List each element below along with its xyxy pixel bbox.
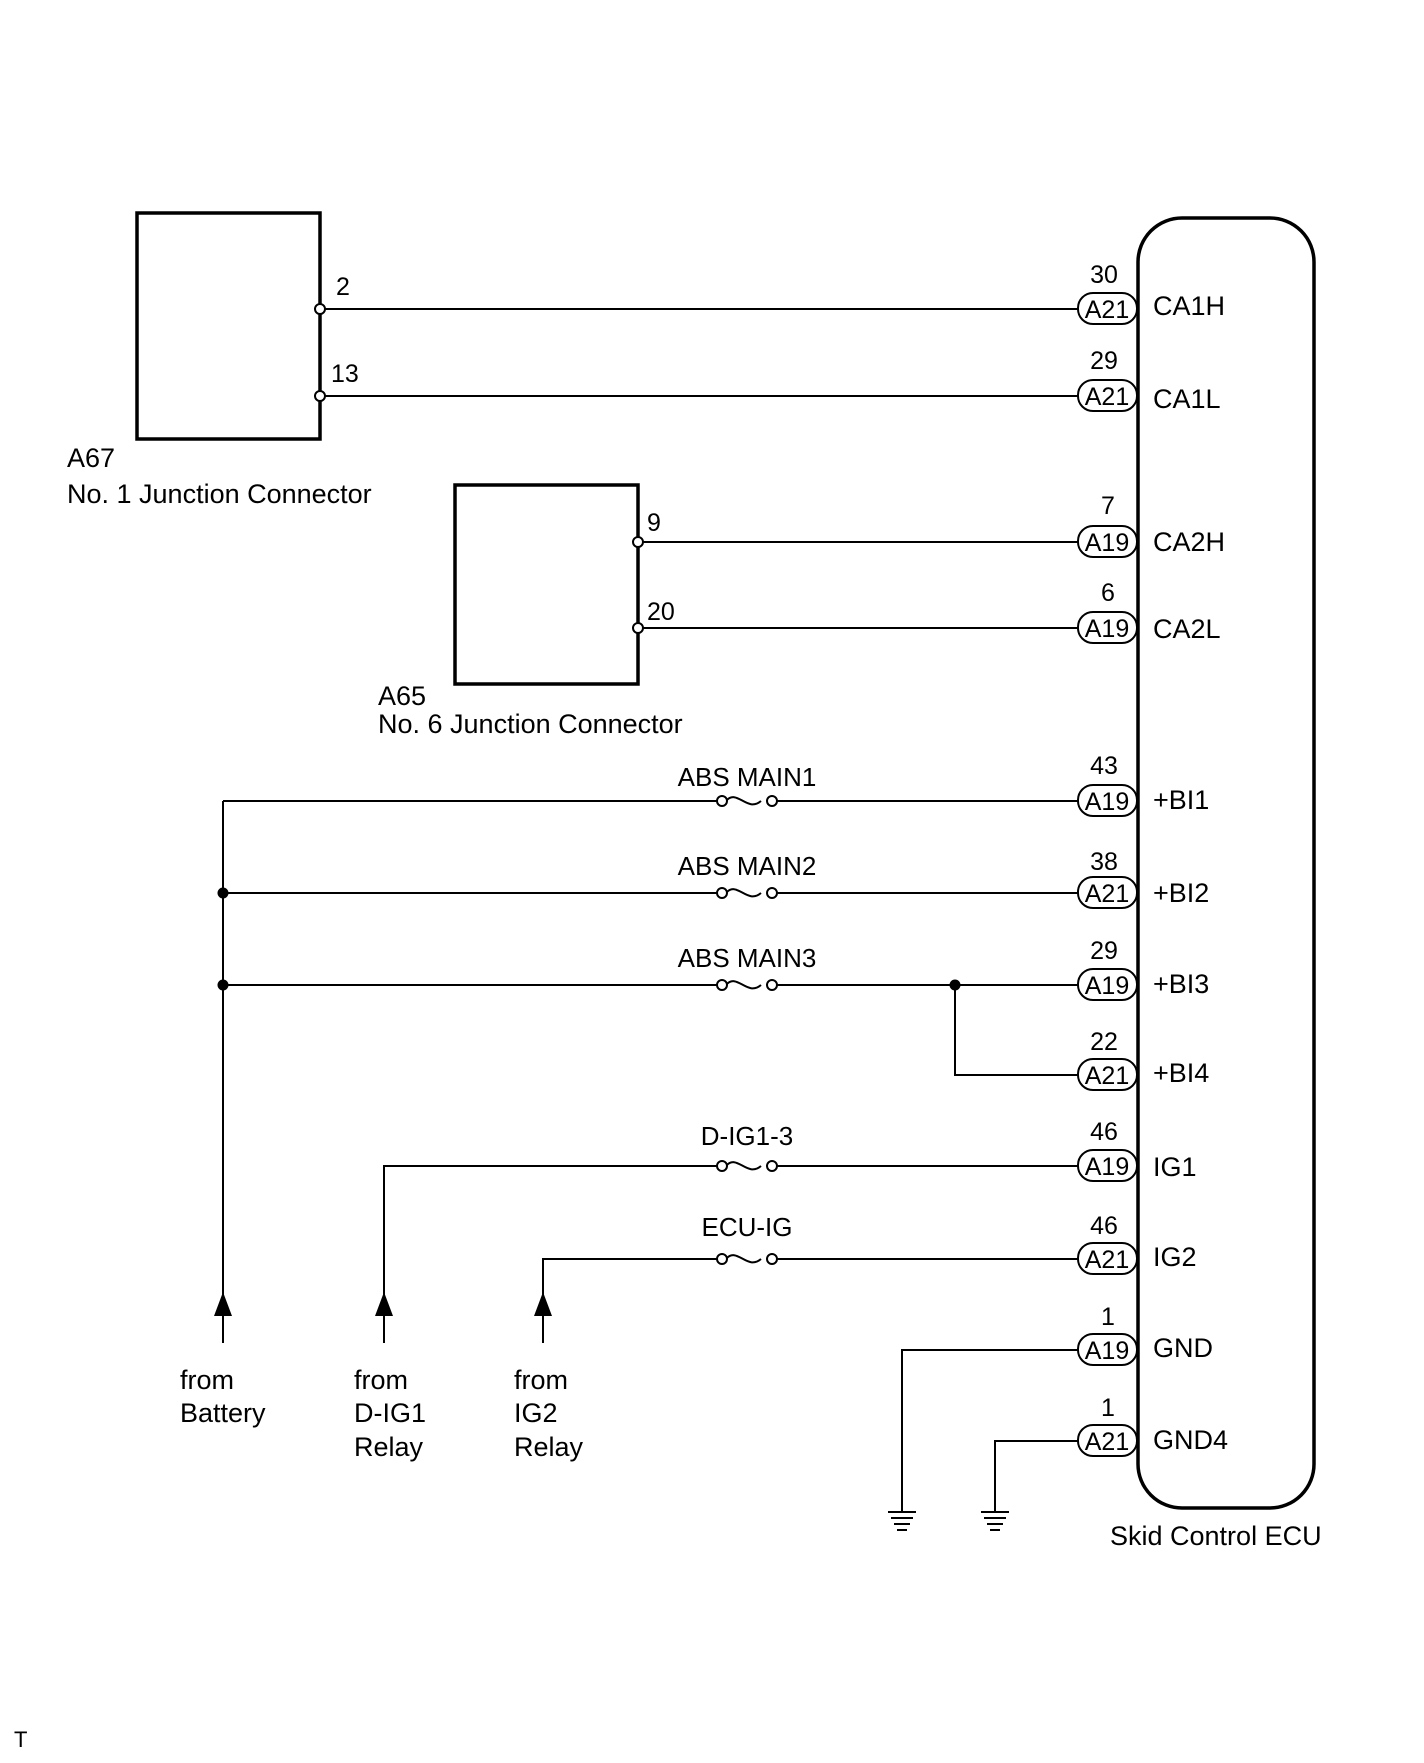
ecu-terminal-bi3 bbox=[1077, 968, 1138, 1001]
ecu-conn-bi3: A19 bbox=[1085, 972, 1129, 1000]
ecu-signal-bi1: +BI1 bbox=[1153, 785, 1209, 815]
wire-bi4-branch bbox=[954, 985, 1078, 1076]
splice-dot-bi4 bbox=[949, 979, 961, 991]
ecu-pin-bi4: 22 bbox=[1090, 1028, 1118, 1056]
junction-a67-name: No. 1 Junction Connector bbox=[67, 479, 372, 509]
fuse-label-ecu-ig: ECU-IG bbox=[702, 1212, 793, 1242]
ecu-terminal-ca1l bbox=[1077, 379, 1138, 412]
ecu-conn-gnd4: A21 bbox=[1085, 1428, 1129, 1456]
wire-gnd4 bbox=[994, 1440, 1078, 1512]
ecu-conn-bi1: A19 bbox=[1085, 788, 1129, 816]
fuse-abs-main1-icon bbox=[716, 795, 778, 807]
junction-a67-terminal-2 bbox=[314, 303, 326, 315]
ecu-signal-ca1l: CA1L bbox=[1153, 384, 1221, 414]
wire-ecu-ig-left bbox=[542, 1258, 719, 1343]
source-arrow-d-ig1-icon bbox=[375, 1292, 393, 1316]
ecu-conn-ig1: A19 bbox=[1085, 1153, 1129, 1181]
ecu-pin-ig1: 46 bbox=[1090, 1118, 1118, 1146]
junction-a65-terminal-20 bbox=[632, 622, 644, 634]
corner-mark: T bbox=[14, 1727, 27, 1752]
ecu-conn-bi4: A21 bbox=[1085, 1062, 1129, 1090]
ecu-signal-bi3: +BI3 bbox=[1153, 969, 1209, 999]
source-arrow-battery-icon bbox=[214, 1292, 232, 1316]
ecu-pin-ca2h: 7 bbox=[1101, 492, 1115, 520]
ecu-signal-ig2: IG2 bbox=[1153, 1242, 1197, 1272]
ecu-pin-ig2: 46 bbox=[1090, 1212, 1118, 1240]
wire-gnd bbox=[901, 1349, 1078, 1512]
fuse-label-abs-main3: ABS MAIN3 bbox=[678, 943, 817, 973]
junction-a65-pin-20: 20 bbox=[647, 598, 675, 626]
ecu-pin-bi3: 29 bbox=[1090, 937, 1118, 965]
ecu-terminal-ig1 bbox=[1077, 1149, 1138, 1182]
junction-a65-terminal-9 bbox=[632, 536, 644, 548]
junction-a67-pin-13: 13 bbox=[331, 360, 359, 388]
source-label-ig2-relay: from IG2 Relay bbox=[514, 1365, 584, 1462]
ecu-conn-ca1h: A21 bbox=[1085, 296, 1129, 324]
ecu-signal-bi2: +BI2 bbox=[1153, 878, 1209, 908]
ground-gnd4-icon bbox=[981, 1511, 1009, 1531]
ecu-terminal-ca2h bbox=[1077, 525, 1138, 558]
ecu-terminal-bi1 bbox=[1077, 784, 1138, 817]
ecu-conn-bi2: A21 bbox=[1085, 880, 1129, 908]
junction-a65-pin-9: 9 bbox=[647, 509, 661, 537]
ecu-signal-ca1h: CA1H bbox=[1153, 291, 1225, 321]
ecu-signal-gnd4: GND4 bbox=[1153, 1425, 1228, 1455]
source-arrow-ig2-icon bbox=[534, 1292, 552, 1316]
junction-a65-code: A65 bbox=[378, 681, 426, 711]
ecu-pin-ca2l: 6 bbox=[1101, 579, 1115, 607]
junction-a67-terminal-13 bbox=[314, 390, 326, 402]
ecu-terminal-gnd4 bbox=[1077, 1424, 1138, 1457]
ecu-terminal-gnd bbox=[1077, 1333, 1138, 1366]
ecu-conn-ca2h: A19 bbox=[1085, 529, 1129, 557]
fuse-abs-main2-icon bbox=[716, 887, 778, 899]
fuse-label-abs-main1: ABS MAIN1 bbox=[678, 762, 817, 792]
junction-a67-body bbox=[135, 211, 322, 441]
fuse-d-ig1-3-icon bbox=[716, 1160, 778, 1172]
ecu-conn-ca1l: A21 bbox=[1085, 383, 1129, 411]
ecu-pin-gnd4: 1 bbox=[1101, 1394, 1115, 1422]
junction-a65-name: No. 6 Junction Connector bbox=[378, 709, 683, 739]
fuse-ecu-ig-icon bbox=[716, 1253, 778, 1265]
ecu-signal-ca2l: CA2L bbox=[1153, 614, 1221, 644]
fuse-label-abs-main2: ABS MAIN2 bbox=[678, 851, 817, 881]
ecu-terminal-ca2l bbox=[1077, 611, 1138, 644]
ecu-conn-gnd: A19 bbox=[1085, 1337, 1129, 1365]
ecu-pin-bi1: 43 bbox=[1090, 752, 1118, 780]
ecu-label: Skid Control ECU bbox=[1110, 1521, 1322, 1551]
ecu-terminal-bi2 bbox=[1077, 876, 1138, 909]
ecu-pin-bi2: 38 bbox=[1090, 848, 1118, 876]
fuse-label-d-ig1-3: D-IG1-3 bbox=[701, 1121, 793, 1151]
wire-d-ig1-3-left bbox=[383, 1165, 719, 1343]
ground-gnd-icon bbox=[888, 1511, 916, 1531]
splice-dot-abs-main2 bbox=[217, 887, 229, 899]
ecu-conn-ig2: A21 bbox=[1085, 1246, 1129, 1274]
ecu-terminal-ca1h bbox=[1077, 292, 1138, 325]
ecu-terminal-ig2 bbox=[1077, 1242, 1138, 1275]
ecu-signal-bi4: +BI4 bbox=[1153, 1058, 1209, 1088]
ecu-signal-ca2h: CA2H bbox=[1153, 527, 1225, 557]
ecu-conn-ca2l: A19 bbox=[1085, 615, 1129, 643]
ecu-pin-ca1l: 29 bbox=[1090, 347, 1118, 375]
ecu-signal-gnd: GND bbox=[1153, 1333, 1213, 1363]
junction-a67-pin-2: 2 bbox=[336, 273, 350, 301]
ecu-pin-ca1h: 30 bbox=[1090, 261, 1118, 289]
splice-dot-abs-main3 bbox=[217, 979, 229, 991]
ecu-terminal-bi4 bbox=[1077, 1058, 1138, 1091]
source-label-d-ig1-relay: from D-IG1 Relay bbox=[354, 1365, 434, 1462]
fuse-abs-main3-icon bbox=[716, 979, 778, 991]
ecu-body bbox=[1136, 216, 1316, 1510]
junction-a67-code: A67 bbox=[67, 443, 115, 473]
ecu-pin-gnd: 1 bbox=[1101, 1303, 1115, 1331]
ecu-signal-ig1: IG1 bbox=[1153, 1152, 1197, 1182]
junction-a65-body bbox=[453, 483, 640, 686]
source-label-battery: from Battery bbox=[180, 1365, 266, 1428]
